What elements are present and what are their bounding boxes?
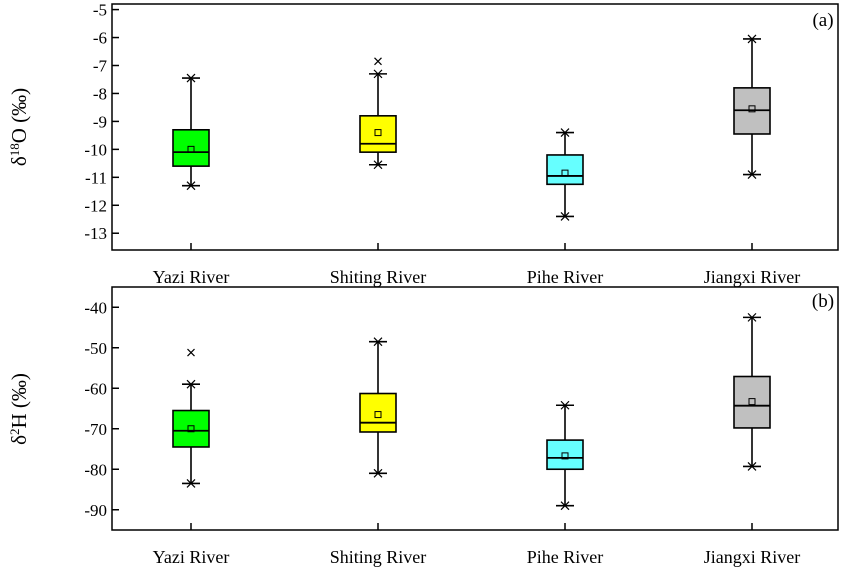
y-tick-label: -40 xyxy=(84,298,107,317)
interquartile-box xyxy=(359,392,397,433)
max-marker xyxy=(560,128,570,138)
x-tick-label: Yazi River xyxy=(153,267,230,287)
min-marker xyxy=(560,212,570,221)
y-tick-label: -12 xyxy=(84,196,107,215)
box-shiting-river xyxy=(359,57,397,170)
mean-marker xyxy=(561,452,569,460)
mean-marker xyxy=(561,169,569,177)
panel-label: (a) xyxy=(812,10,833,31)
outlier-point xyxy=(187,348,195,357)
plot-frame xyxy=(111,286,839,531)
box-pihe-river xyxy=(546,400,584,511)
y-tick-label: -8 xyxy=(93,84,107,103)
max-marker xyxy=(373,69,383,79)
y-axis-label: δ18O (‰) xyxy=(7,88,32,166)
y-tick-label: -5 xyxy=(93,1,107,20)
y-tick-label: -7 xyxy=(93,57,108,76)
min-marker xyxy=(560,501,570,511)
y-tick-label: -10 xyxy=(84,140,107,159)
interquartile-box xyxy=(359,115,397,153)
y-tick-label: -9 xyxy=(93,112,107,131)
y-tick-label: -80 xyxy=(84,460,107,479)
y-tick-label: -11 xyxy=(85,168,107,187)
min-marker xyxy=(186,479,196,488)
x-tick-label: Jiangxi River xyxy=(704,547,801,567)
max-marker xyxy=(373,337,383,347)
min-marker xyxy=(186,181,196,191)
min-marker xyxy=(747,461,757,471)
y-tick-label: -60 xyxy=(84,379,107,398)
x-tick-label: Yazi River xyxy=(153,547,230,567)
y-axis-label: δ2H (‰) xyxy=(7,373,32,445)
x-tick-label: Pihe River xyxy=(527,547,604,567)
mean-marker xyxy=(748,105,756,113)
max-marker xyxy=(186,73,196,83)
max-marker xyxy=(560,400,570,410)
interquartile-box xyxy=(172,409,210,448)
interquartile-box xyxy=(172,128,210,167)
mean-marker xyxy=(374,411,382,419)
interquartile-box xyxy=(733,375,771,429)
y-tick-label: -90 xyxy=(84,501,107,520)
mean-marker xyxy=(748,398,756,406)
max-marker xyxy=(186,379,196,389)
box-jiangxi-river xyxy=(733,312,771,471)
plot-frame xyxy=(111,3,839,251)
box-shiting-river xyxy=(359,337,397,478)
mean-marker xyxy=(374,129,382,137)
y-tick-label: -50 xyxy=(84,339,107,358)
x-tick-label: Pihe River xyxy=(527,267,604,287)
max-marker xyxy=(747,312,757,322)
y-tick-label: -70 xyxy=(84,420,107,439)
min-marker xyxy=(747,170,757,179)
min-marker xyxy=(373,160,383,170)
box-pihe-river xyxy=(546,128,584,221)
mean-marker xyxy=(187,425,195,433)
x-tick-label: Shiting River xyxy=(330,267,427,287)
box-yazi-river xyxy=(172,348,210,488)
box-yazi-river xyxy=(172,73,210,191)
x-tick-label: Jiangxi River xyxy=(704,267,801,287)
outlier-point xyxy=(374,57,382,66)
max-marker xyxy=(747,34,757,44)
min-marker xyxy=(373,468,383,478)
box-jiangxi-river xyxy=(733,34,771,179)
x-tick-label: Shiting River xyxy=(330,547,427,567)
y-tick-label: -13 xyxy=(84,224,107,243)
interquartile-box xyxy=(546,439,584,471)
mean-marker xyxy=(187,145,195,153)
panel-label: (b) xyxy=(812,291,834,312)
y-tick-label: -6 xyxy=(93,29,107,48)
